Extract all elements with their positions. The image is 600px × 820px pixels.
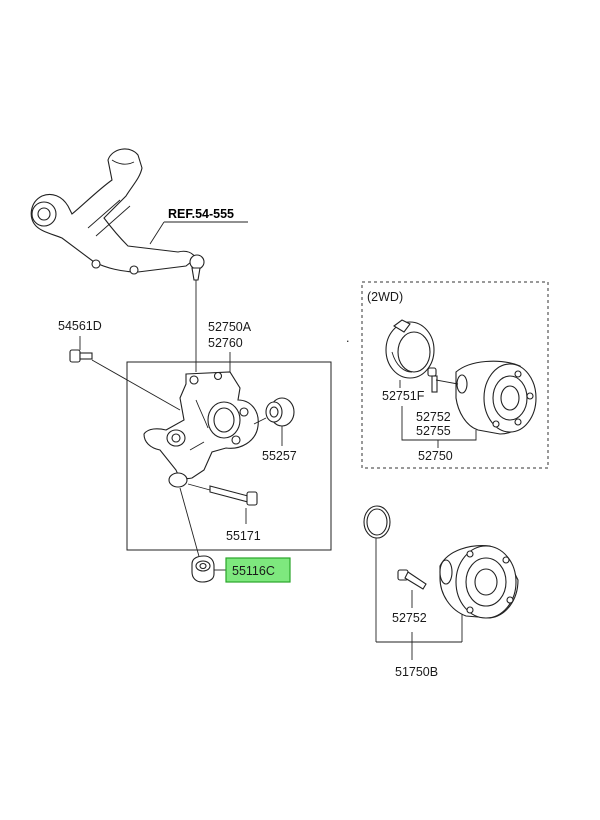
group-2wd-box xyxy=(361,281,549,469)
ref-leader-line-2 xyxy=(149,221,165,245)
label-55257[interactable]: 55257 xyxy=(262,449,297,463)
label-52752-2wd[interactable]: 52752 xyxy=(416,410,451,424)
label-52755[interactable]: 52755 xyxy=(416,424,451,438)
hub-bearing-52755[interactable] xyxy=(455,360,537,435)
highlight-box-55116c xyxy=(225,557,291,583)
hub-assembly-51750b[interactable] xyxy=(439,545,519,619)
label-52752[interactable]: 52752 xyxy=(392,611,427,625)
label-51750b[interactable]: 51750B xyxy=(395,665,438,679)
nut-axis xyxy=(179,487,201,561)
label-52750a[interactable]: 52750A xyxy=(208,320,252,334)
bolt-55171-icon[interactable] xyxy=(209,485,258,506)
knuckle-group-box xyxy=(126,361,332,551)
nut-55116c-icon[interactable] xyxy=(191,555,215,583)
ref-label[interactable]: REF.54-555 xyxy=(168,207,234,221)
bushing-55257-icon[interactable] xyxy=(265,397,295,427)
stud-52752-2wd-icon[interactable] xyxy=(427,367,438,393)
steering-knuckle[interactable] xyxy=(143,371,259,488)
bolt-55171-axis xyxy=(187,483,211,491)
bushing-axis xyxy=(253,417,267,425)
label-52751f[interactable]: 52751F xyxy=(382,389,425,403)
label-52750[interactable]: 52750 xyxy=(418,449,453,463)
label-2wd[interactable]: (2WD) xyxy=(367,290,403,304)
upper-control-arm[interactable] xyxy=(30,148,205,290)
stud-52752-icon[interactable] xyxy=(397,569,427,590)
dot-mark: . xyxy=(346,331,349,345)
bracket-2wd xyxy=(401,406,477,441)
dust-shield-52751f[interactable] xyxy=(385,319,435,379)
label-55171[interactable]: 55171 xyxy=(226,529,261,543)
label-55116c[interactable]: 55116C xyxy=(232,564,275,578)
label-52760[interactable]: 52760 xyxy=(208,336,243,350)
axis-2wd xyxy=(435,379,459,385)
oring-icon[interactable] xyxy=(363,505,391,539)
bolt-54561d-axis xyxy=(91,359,181,411)
bolt-54561d-icon[interactable] xyxy=(69,349,93,363)
label-54561d[interactable]: 54561D xyxy=(58,319,102,333)
